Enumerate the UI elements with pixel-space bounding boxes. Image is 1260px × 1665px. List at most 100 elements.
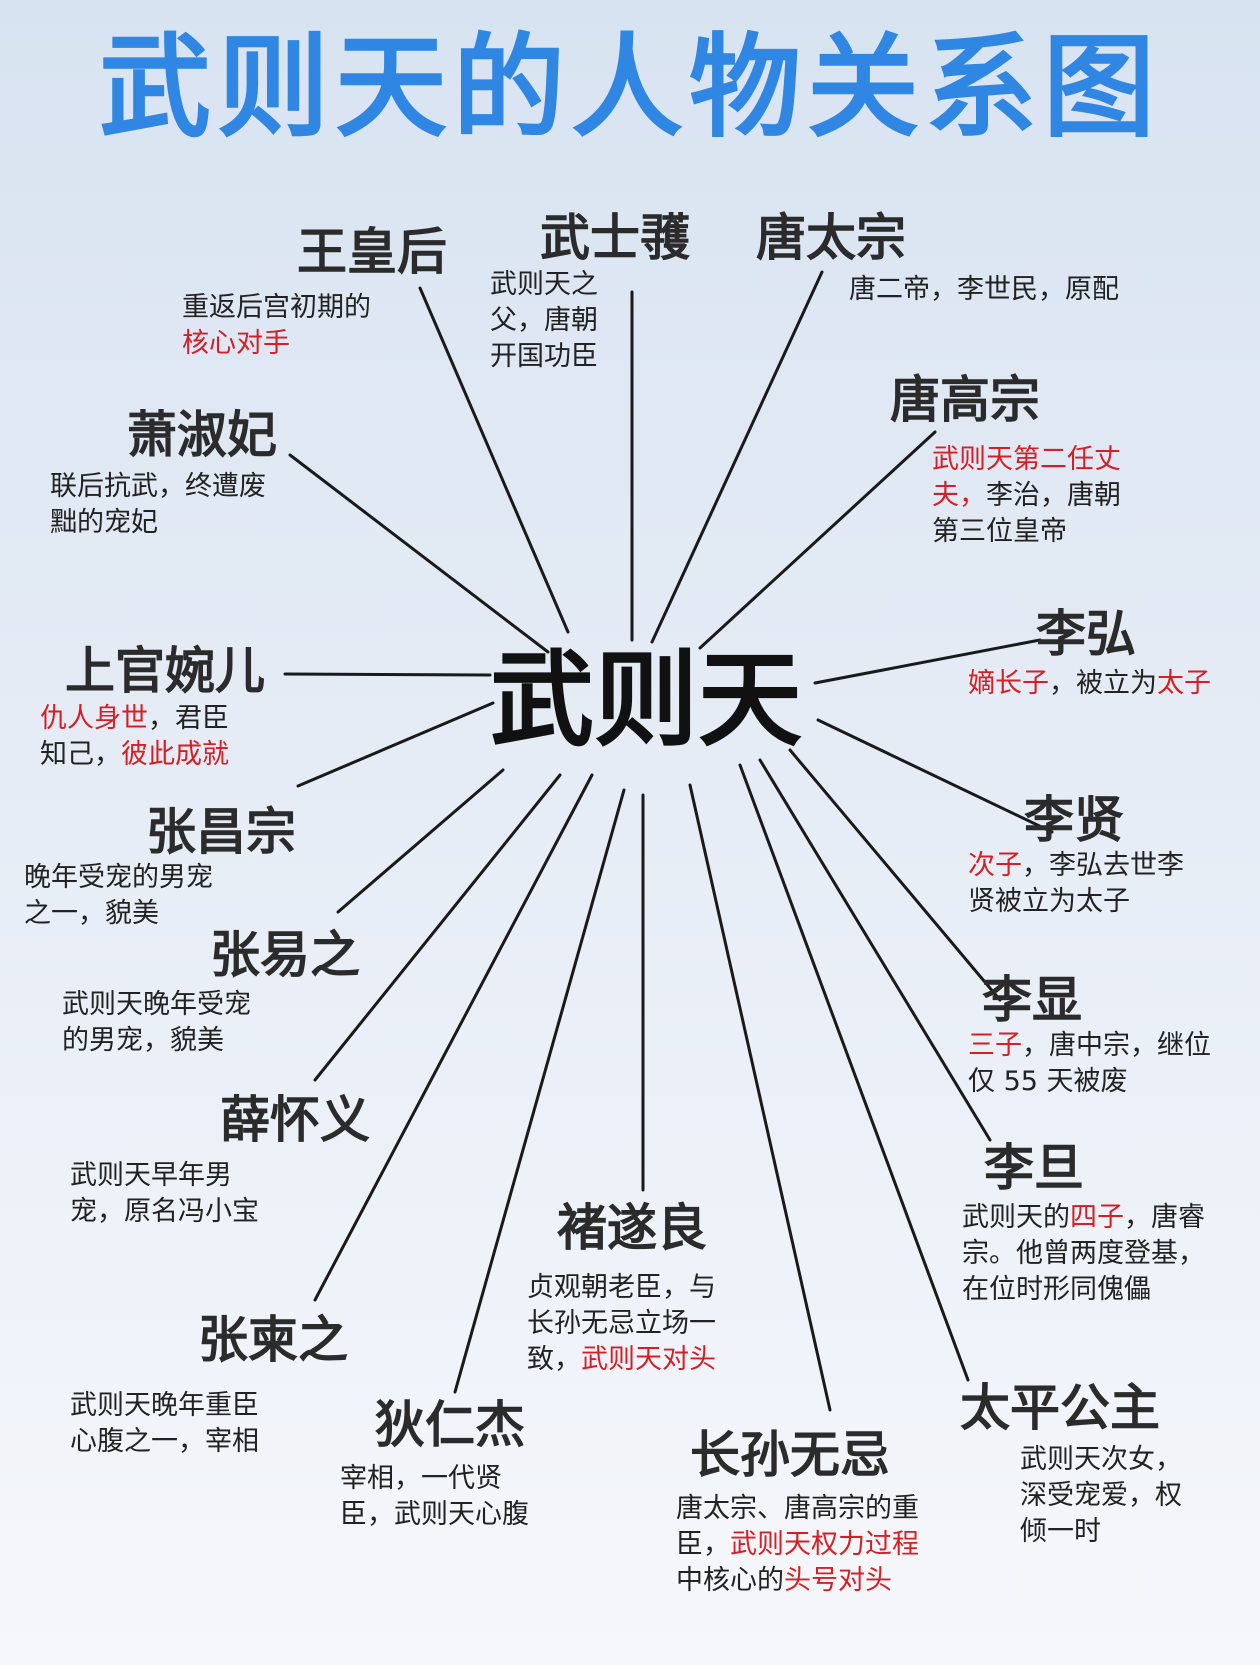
person-desc: 嫡长子，被立为太子 <box>968 666 1211 702</box>
person-name: 褚遂良 <box>557 1199 707 1257</box>
desc-line: 次子，李弘去世李 <box>968 848 1184 884</box>
desc-text: 黜的宠妃 <box>50 507 158 538</box>
person-name: 李旦 <box>984 1139 1084 1197</box>
person-desc: 三子，唐中宗，继位仅 55 天被废 <box>968 1028 1211 1100</box>
desc-line: 知己，彼此成就 <box>40 737 265 773</box>
desc-line: 晚年受宠的男宠 <box>24 860 296 896</box>
desc-line: 三子，唐中宗，继位 <box>968 1028 1211 1064</box>
desc-text: ，被立为 <box>1049 668 1157 699</box>
node-di-renjie: 狄仁杰 宰相，一代贤臣，武则天心腹 <box>340 1395 529 1533</box>
desc-line: 臣，武则天心腹 <box>340 1497 529 1533</box>
desc-text: ，唐睿 <box>1124 1202 1205 1233</box>
person-name: 萧淑妃 <box>127 406 277 464</box>
person-desc: 贞观朝老臣，与长孙无忌立场一致，武则天对头 <box>527 1270 716 1378</box>
page-title: 武则天的人物关系图 <box>99 23 1161 153</box>
desc-line: 第三位皇帝 <box>932 514 1121 550</box>
desc-highlight: 武则天对头 <box>581 1344 716 1375</box>
person-name: 张易之 <box>210 926 360 984</box>
node-tang-taizong: 唐太宗 唐二帝，李世民，原配 <box>752 208 1119 308</box>
node-shangguan-waner: 上官婉儿 仇人身世，君臣知己，彼此成就 <box>40 641 265 773</box>
desc-line: 唐太宗、唐高宗的重 <box>676 1491 919 1527</box>
person-name: 太平公主 <box>960 1379 1160 1437</box>
person-desc: 武则天的四子，唐睿宗。他曾两度登基，在位时形同傀儡 <box>962 1200 1205 1308</box>
person-name: 薛怀义 <box>220 1091 370 1149</box>
desc-line: 仇人身世，君臣 <box>40 701 265 737</box>
person-name: 王皇后 <box>297 223 447 281</box>
desc-text: 倾一时 <box>1020 1516 1101 1547</box>
desc-text: 李治，唐朝 <box>986 480 1121 511</box>
desc-line: 臣，武则天权力过程 <box>676 1527 919 1563</box>
desc-text: 武则天晚年重臣 <box>70 1390 259 1421</box>
node-wu-shihuo: 武士彟 武则天之父，唐朝开国功臣 <box>490 208 690 375</box>
line-xuehuaiyi <box>313 773 562 1082</box>
desc-text: 武则天早年男 <box>70 1160 232 1191</box>
desc-line: 致，武则天对头 <box>527 1342 716 1378</box>
desc-highlight: 太子 <box>1157 668 1211 699</box>
desc-line: 长孙无忌立场一 <box>527 1306 716 1342</box>
desc-text: 长孙无忌立场一 <box>527 1308 716 1339</box>
person-desc: 宰相，一代贤臣，武则天心腹 <box>340 1461 529 1533</box>
person-name: 狄仁杰 <box>375 1396 525 1454</box>
person-name: 张柬之 <box>198 1311 348 1369</box>
desc-text: 之一，貌美 <box>24 898 159 929</box>
desc-text: ，李弘去世李 <box>1022 850 1184 881</box>
desc-highlight: 仇人身世 <box>40 703 148 734</box>
desc-text: ，唐中宗，继位 <box>1022 1030 1211 1061</box>
node-zhang-jianzhi: 张柬之 武则天晚年重臣心腹之一，宰相 <box>70 1310 348 1460</box>
desc-text: 父，唐朝 <box>490 305 598 336</box>
desc-highlight: 四子 <box>1070 1202 1124 1233</box>
desc-line: 夫，李治，唐朝 <box>932 478 1121 514</box>
desc-line: 武则天晚年重臣 <box>70 1388 348 1424</box>
desc-highlight: 武则天第二任丈 <box>932 444 1121 475</box>
person-desc: 武则天早年男宠，原名冯小宝 <box>70 1158 370 1230</box>
desc-text: 仅 55 天被废 <box>968 1066 1128 1097</box>
person-desc: 唐二帝，李世民，原配 <box>849 272 1119 308</box>
node-wang-huanghou: 王皇后 重返后宫初期的核心对手 <box>182 222 447 362</box>
line-lixian2 <box>788 748 1002 1002</box>
person-name: 李贤 <box>1024 791 1124 849</box>
line-zhangsun <box>688 783 832 1412</box>
line-changzong <box>296 701 495 788</box>
desc-line: 武则天晚年受宠 <box>62 987 360 1023</box>
node-tang-gaozong: 唐高宗 武则天第二任丈夫，李治，唐朝第三位皇帝 <box>890 370 1121 550</box>
desc-line: 仅 55 天被废 <box>968 1064 1211 1100</box>
desc-line: 黜的宠妃 <box>50 505 277 541</box>
node-chu-suiliang: 褚遂良 贞观朝老臣，与长孙无忌立场一致，武则天对头 <box>527 1198 716 1378</box>
desc-text: 武则天晚年受宠 <box>62 989 251 1020</box>
person-desc: 武则天之父，唐朝开国功臣 <box>490 267 690 375</box>
person-name: 李显 <box>982 971 1082 1029</box>
person-desc: 武则天第二任丈夫，李治，唐朝第三位皇帝 <box>932 442 1121 550</box>
desc-text: 第三位皇帝 <box>932 516 1067 547</box>
line-lixian1 <box>816 718 1054 834</box>
node-taiping-gongzhu: 太平公主 武则天次女， 深受宠爱，权倾一时 <box>960 1378 1182 1550</box>
desc-text: 宗。他曾两度登基， <box>962 1238 1205 1269</box>
desc-text: 唐太宗、唐高宗的重 <box>676 1493 919 1524</box>
desc-text: 心腹之一，宰相 <box>70 1426 259 1457</box>
line-taizong <box>650 270 824 644</box>
desc-line: 武则天之 <box>490 267 690 303</box>
person-name: 上官婉儿 <box>65 642 265 700</box>
desc-text: 臣，武则天心腹 <box>340 1499 529 1530</box>
desc-highlight: 头号对头 <box>784 1565 892 1596</box>
person-name: 张昌宗 <box>146 803 296 861</box>
node-xue-huaiyi: 薛怀义 武则天早年男宠，原名冯小宝 <box>70 1090 370 1230</box>
desc-highlight: 夫， <box>932 480 986 511</box>
person-desc: 晚年受宠的男宠之一，貌美 <box>24 860 296 932</box>
line-jianzhi <box>313 773 594 1302</box>
desc-line: 父，唐朝 <box>490 303 690 339</box>
person-desc: 仇人身世，君臣知己，彼此成就 <box>40 701 265 773</box>
desc-text: 的男宠，貌美 <box>62 1025 224 1056</box>
desc-text: 晚年受宠的男宠 <box>24 862 213 893</box>
desc-text: 贞观朝老臣，与 <box>527 1272 716 1303</box>
desc-text: 重返后宫初期的 <box>182 292 371 323</box>
desc-line: 重返后宫初期的 <box>182 290 447 326</box>
desc-highlight: 嫡长子 <box>968 668 1049 699</box>
line-lihong <box>813 638 1042 685</box>
desc-text: 深受宠爱，权 <box>1020 1480 1182 1511</box>
desc-text: 开国功臣 <box>490 341 598 372</box>
desc-line: 宗。他曾两度登基， <box>962 1236 1205 1272</box>
person-desc: 重返后宫初期的核心对手 <box>182 290 447 362</box>
desc-text: 武则天次女， <box>1020 1444 1182 1475</box>
desc-line: 核心对手 <box>182 326 447 362</box>
person-name: 武士彟 <box>540 209 690 267</box>
